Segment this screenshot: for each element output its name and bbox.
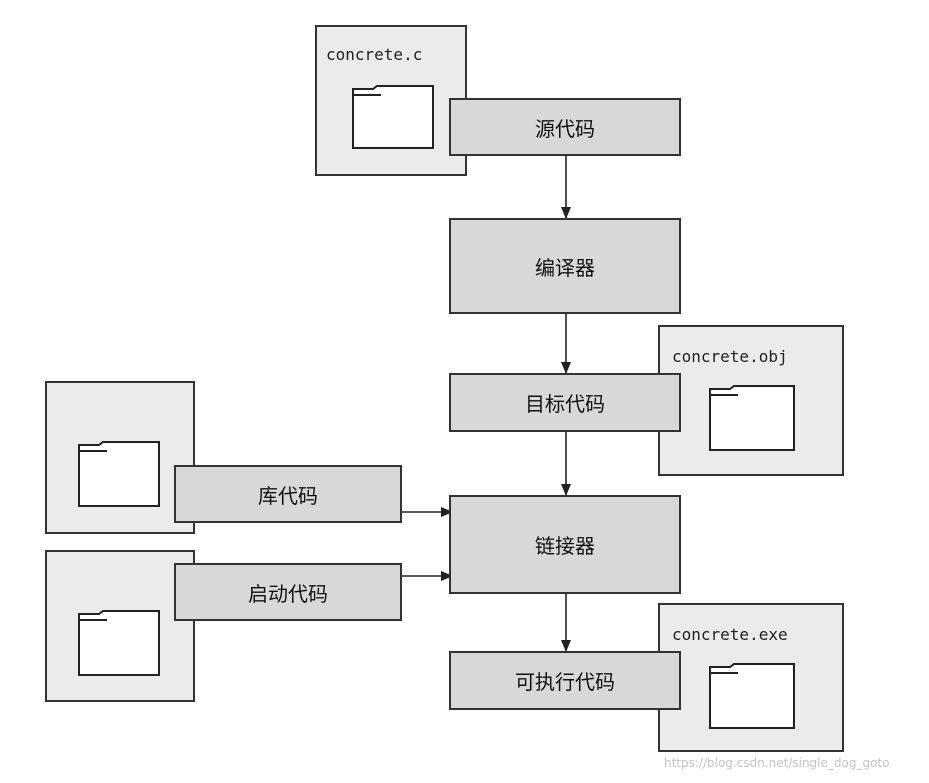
folder-icon	[709, 385, 795, 451]
executable-file-name: concrete.exe	[672, 625, 788, 644]
object-code-stage: 目标代码	[449, 373, 681, 432]
source-file-box: concrete.c	[315, 25, 467, 176]
source-file-name: concrete.c	[326, 45, 423, 64]
executable-code-stage: 可执行代码	[449, 651, 681, 710]
source-code-stage: 源代码	[449, 98, 681, 156]
library-code-stage: 库代码	[174, 465, 402, 523]
linker-stage: 链接器	[449, 495, 681, 594]
object-file-box: concrete.obj	[658, 325, 844, 476]
folder-icon	[78, 610, 160, 676]
executable-file-box: concrete.exe	[658, 603, 844, 752]
watermark-text: https://blog.csdn.net/single_dog_goto	[664, 756, 890, 770]
startup-file-box	[45, 550, 195, 702]
startup-code-stage: 启动代码	[174, 563, 402, 621]
compiler-stage: 编译器	[449, 218, 681, 314]
folder-icon	[709, 663, 795, 729]
folder-icon	[352, 85, 434, 149]
library-file-box	[45, 381, 195, 534]
folder-icon	[78, 441, 160, 507]
object-file-name: concrete.obj	[672, 347, 788, 366]
